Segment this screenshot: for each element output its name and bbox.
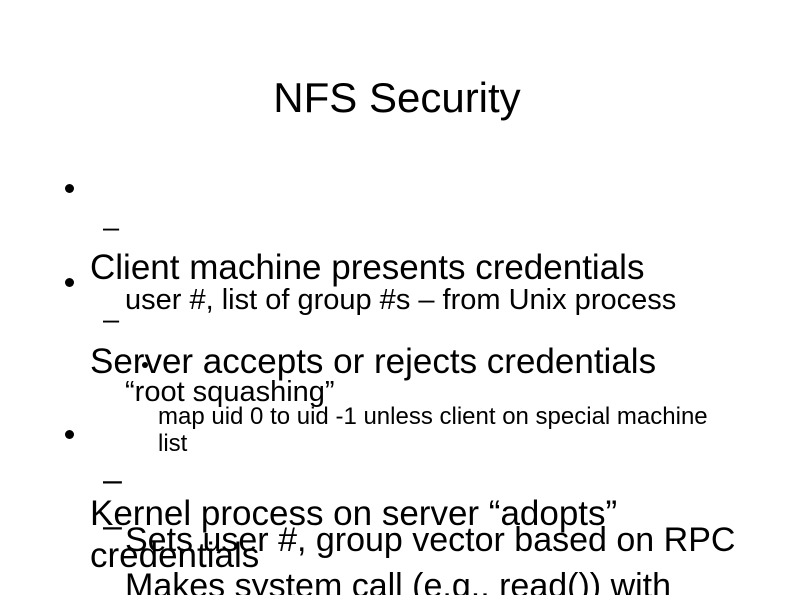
- bullet-item-8: – Makes system call (e.g., read()) with …: [103, 507, 745, 595]
- bullet-text: Client machine presents credentials: [90, 248, 645, 287]
- bullet-text: Makes system call (e.g., read()) with th…: [125, 567, 672, 595]
- bullet-text: Server accepts or rejects credentials: [90, 342, 657, 381]
- bullet-dot-icon: [142, 362, 148, 368]
- dash-bullet-icon: –: [103, 212, 120, 244]
- bullet-text: map uid 0 to uid -1 unless client on spe…: [158, 403, 708, 457]
- bullet-item-7: – Sets user #, group vector based on RPC: [103, 461, 745, 557]
- bullet-item-5: map uid 0 to uid -1 unless client on spe…: [142, 349, 758, 457]
- slide-title: NFS Security: [273, 74, 521, 121]
- bullet-dot-icon: [65, 184, 74, 193]
- bullet-item-2: – user #, list of group #s – from Unix p…: [103, 210, 765, 318]
- bullet-item-1: Client machine presents credentials: [65, 163, 790, 289]
- bullet-item-3: Server accepts or rejects credentials: [65, 257, 790, 383]
- dash-bullet-icon: –: [103, 507, 122, 545]
- bullet-dot-icon: [65, 278, 74, 287]
- bullet-text: Sets user #, group vector based on RPC: [125, 521, 736, 559]
- bullet-dot-icon: [65, 430, 74, 439]
- bullet-text: user #, list of group #s – from Unix pro…: [125, 284, 677, 316]
- bullet-item-6: Kernel process on server “adopts” creden…: [65, 409, 790, 577]
- bullet-item-4: – “root squashing”: [103, 302, 765, 410]
- dash-bullet-icon: –: [103, 304, 120, 336]
- bullet-text: Kernel process on server “adopts” creden…: [90, 494, 618, 575]
- bullet-text: “root squashing”: [125, 376, 335, 408]
- dash-bullet-icon: –: [103, 461, 122, 499]
